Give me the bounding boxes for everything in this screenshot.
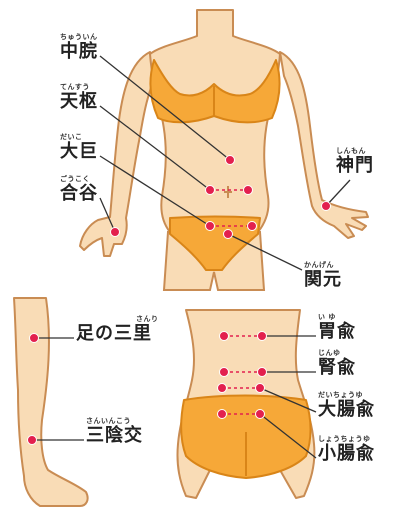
label-daichouyu-name: 大腸兪 [318, 401, 375, 419]
label-kangen-ruby: かんげん [304, 262, 342, 269]
point-tensuu-left [206, 186, 215, 195]
point-ashisanri [30, 334, 39, 343]
label-ashisanri-name: 足の三里 [76, 325, 159, 343]
label-ashisanri-ruby: さんり [76, 316, 159, 323]
label-goukoku-name: 合谷 [60, 185, 98, 203]
label-daichouyu: だいちょうゆ 大腸兪 [318, 392, 375, 419]
point-kangen [224, 230, 233, 239]
label-daichouyu-ruby: だいちょうゆ [318, 392, 375, 399]
label-kangen: かんげん 関元 [304, 262, 342, 289]
point-jinyu-left [220, 368, 229, 377]
label-chuukan-name: 中脘 [60, 43, 98, 61]
label-jinyu-ruby: じんゆ [318, 350, 356, 357]
label-shinmon-ruby: しんもん [336, 148, 374, 155]
label-jinyu-name: 腎兪 [318, 359, 356, 377]
label-goukoku-ruby: ごうこく [60, 176, 98, 183]
label-shouchouyu-ruby: しょうちょうゆ [318, 436, 375, 443]
point-shouchouyu-left [218, 410, 227, 419]
point-shinmon [322, 202, 331, 211]
point-daichouyu-right [256, 384, 265, 393]
label-tensuu: てんすう 天枢 [60, 84, 98, 111]
line-shinmon [326, 180, 350, 206]
point-goukoku [111, 228, 120, 237]
label-kangen-name: 関元 [304, 271, 342, 289]
label-tensuu-ruby: てんすう [60, 84, 98, 91]
point-iyu-left [220, 332, 229, 341]
label-daiko-ruby: だいこ [60, 134, 98, 141]
point-sanninkou [28, 436, 37, 445]
back-torso-figure [177, 310, 314, 498]
label-daiko: だいこ 大巨 [60, 134, 98, 161]
label-ashisanri: さんり 足の三里 [76, 316, 159, 343]
label-tensuu-name: 天枢 [60, 93, 98, 111]
point-jinyu-right [258, 368, 267, 377]
label-iyu-name: 胃兪 [318, 323, 356, 341]
label-daiko-name: 大巨 [60, 143, 98, 161]
label-sanninkou-ruby: さんいんこう [86, 418, 143, 425]
label-sanninkou: さんいんこう 三陰交 [86, 418, 143, 445]
point-daichouyu-left [218, 384, 227, 393]
label-shinmon-name: 神門 [336, 157, 374, 175]
front-torso-figure [80, 10, 368, 290]
label-shouchouyu: しょうちょうゆ 小腸兪 [318, 436, 375, 463]
point-daiko-left [206, 222, 215, 231]
label-goukoku: ごうこく 合谷 [60, 176, 98, 203]
point-shouchouyu-right [256, 410, 265, 419]
label-jinyu: じんゆ 腎兪 [318, 350, 356, 377]
label-chuukan-ruby: ちゅういん [60, 34, 98, 41]
label-sanninkou-name: 三陰交 [86, 427, 143, 445]
label-chuukan: ちゅういん 中脘 [60, 34, 98, 61]
label-shinmon: しんもん 神門 [336, 148, 374, 175]
label-iyu-ruby: い ゆ [318, 314, 356, 321]
point-daiko-right [248, 222, 257, 231]
point-tensuu-right [244, 186, 253, 195]
point-chuukan [226, 156, 235, 165]
point-iyu-right [258, 332, 267, 341]
label-shouchouyu-name: 小腸兪 [318, 445, 375, 463]
label-iyu: い ゆ 胃兪 [318, 314, 356, 341]
